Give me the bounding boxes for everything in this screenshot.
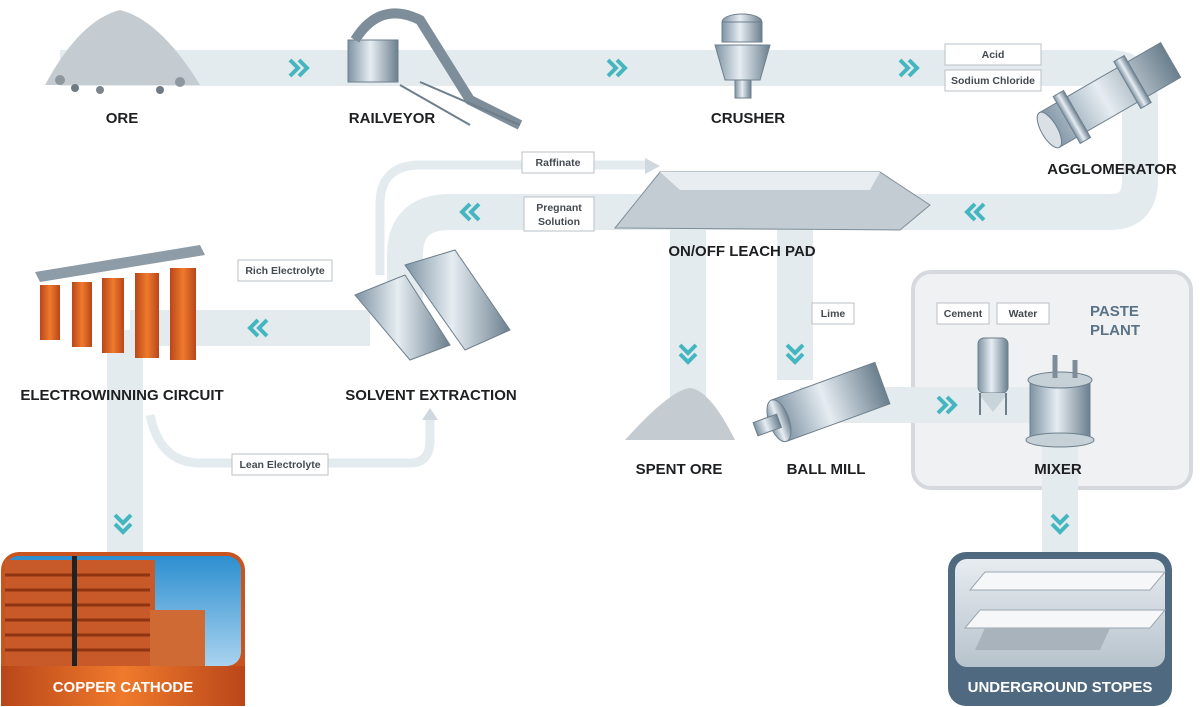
stage-label-railveyor: RAILVEYOR <box>349 110 436 127</box>
svg-text:Raffinate: Raffinate <box>536 157 581 169</box>
chevron-right-icon <box>288 58 310 78</box>
svg-text:Rich Electrolyte: Rich Electrolyte <box>245 265 325 277</box>
stage-label-electrowinning: ELECTROWINNING CIRCUIT <box>20 387 223 404</box>
solvent-extraction-icon <box>354 249 511 361</box>
stage-label-mixer: MIXER <box>1034 461 1082 478</box>
input-tag-lean-electrolyte: Lean Electrolyte <box>231 453 329 476</box>
stage-label-spent-ore: SPENT ORE <box>636 461 723 478</box>
chevron-right-icon <box>898 58 920 78</box>
input-tag-acid: Acid <box>944 43 1042 66</box>
chevron-left-icon <box>459 202 481 222</box>
svg-text:Lean Electrolyte: Lean Electrolyte <box>239 459 320 471</box>
railveyor-icon <box>347 8 523 130</box>
cement-silo-icon <box>977 337 1009 415</box>
chevron-down-icon <box>785 343 805 365</box>
mixer-icon <box>1025 355 1095 448</box>
input-tag-lime: Lime <box>811 302 855 325</box>
input-tag-rich-electrolyte: Rich Electrolyte <box>237 259 333 282</box>
paste-plant-title-line1: PASTE <box>1090 303 1139 320</box>
stage-label-crusher: CRUSHER <box>711 110 785 127</box>
chevron-left-icon <box>247 318 269 338</box>
chevron-down-icon <box>678 343 698 365</box>
stage-label-underground-stopes: UNDERGROUND STOPES <box>968 679 1153 696</box>
agglomerator-icon <box>1036 41 1182 149</box>
spent-ore-pile-icon <box>625 388 735 440</box>
stage-label-ore: ORE <box>106 110 139 127</box>
electrowinning-icon <box>35 245 205 360</box>
input-tag-sodium-chloride: Sodium Chloride <box>944 69 1042 92</box>
stage-label-leach-pad: ON/OFF LEACH PAD <box>668 243 815 260</box>
svg-text:Pregnant: Pregnant <box>536 202 582 214</box>
chevron-down-icon <box>1050 513 1070 535</box>
copper-cathode-stack-image <box>5 556 205 666</box>
underground-stopes-panel: UNDERGROUND STOPES <box>948 552 1172 706</box>
input-tag-raffinate: Raffinate <box>521 151 595 174</box>
input-tag-cement: Cement <box>936 302 990 325</box>
paste-plant-title-line2: PLANT <box>1090 322 1140 339</box>
svg-text:Lime: Lime <box>821 308 846 320</box>
leach-pad-icon <box>613 171 931 231</box>
svg-text:Solution: Solution <box>538 216 580 228</box>
crusher-icon <box>714 13 771 99</box>
chevron-right-icon <box>606 58 628 78</box>
chevron-left-icon <box>964 202 986 222</box>
raffinate-arrowhead <box>645 158 660 174</box>
input-tag-water: Water <box>996 302 1050 325</box>
svg-text:Water: Water <box>1009 308 1038 320</box>
chevron-down-icon <box>113 513 133 535</box>
ore-pile-icon <box>45 10 200 94</box>
chevron-right-icon <box>936 395 958 415</box>
ball-mill-icon <box>752 361 891 443</box>
svg-text:Cement: Cement <box>944 308 983 320</box>
stage-label-ball-mill: BALL MILL <box>787 461 866 478</box>
copper-cathode-panel: COPPER CATHODE <box>1 552 245 706</box>
stage-label-agglomerator: AGGLOMERATOR <box>1047 161 1177 178</box>
lean-electrolyte-arrowhead <box>422 408 438 420</box>
svg-text:Sodium Chloride: Sodium Chloride <box>951 75 1035 87</box>
stage-label-copper-cathode: COPPER CATHODE <box>53 679 194 696</box>
stage-label-solvent-extraction: SOLVENT EXTRACTION <box>345 387 516 404</box>
svg-text:Acid: Acid <box>982 49 1005 61</box>
